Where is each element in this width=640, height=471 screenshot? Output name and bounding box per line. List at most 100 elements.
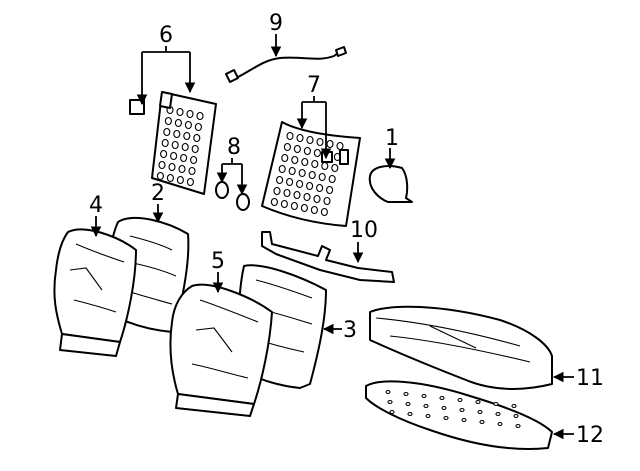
perforation-hole <box>493 401 499 407</box>
perforation-hole <box>178 164 186 174</box>
part-11-seat-cushion <box>369 305 553 390</box>
callout-1: 1 <box>385 126 399 151</box>
perforation-hole <box>283 188 291 198</box>
perforation-hole <box>331 163 339 173</box>
perforation-hole <box>170 151 178 161</box>
part-1-guide <box>368 165 413 203</box>
perforation-hole <box>323 196 331 206</box>
callout-labels: 1 2 3 4 5 6 7 8 9 10 11 12 <box>89 11 604 448</box>
perforation-hole <box>477 409 483 415</box>
perforation-hole <box>303 192 311 202</box>
perforation-hole <box>459 407 465 413</box>
perforation-hole <box>190 155 198 165</box>
perforation-hole <box>439 395 445 401</box>
perforation-hole <box>407 411 413 417</box>
perforation-hole <box>168 162 176 172</box>
perforation-hole <box>443 415 449 421</box>
leader-lines <box>90 34 574 440</box>
perforation-hole <box>301 157 309 167</box>
callout-6: 6 <box>159 23 173 48</box>
callout-12: 12 <box>576 423 604 448</box>
perforation-hole <box>303 146 311 156</box>
perforation-hole <box>311 159 319 169</box>
perforation-hole <box>186 177 194 187</box>
perforation-hole <box>461 417 467 423</box>
perforation-hole <box>160 149 168 159</box>
perforation-hole <box>281 153 289 163</box>
perforation-hole <box>280 199 288 209</box>
callout-2: 2 <box>151 181 165 206</box>
callout-3: 3 <box>343 318 357 343</box>
perforation-hole <box>293 144 301 154</box>
perforation-hole <box>316 137 324 147</box>
perforation-hole <box>495 411 501 417</box>
perforation-hole <box>511 403 517 409</box>
part-7-seatback-panel <box>261 121 361 227</box>
part-9-wire-harness <box>225 46 347 83</box>
perforation-hole <box>183 131 191 141</box>
part-4-seatback <box>53 228 137 357</box>
perforation-hole <box>163 127 171 137</box>
perforation-hole <box>156 171 164 181</box>
perforation-hole <box>457 397 463 403</box>
perforation-hole <box>313 148 321 158</box>
perforation-hole <box>321 161 329 171</box>
perforation-hole <box>310 205 318 215</box>
perforation-hole <box>273 186 281 196</box>
part-10-bracket <box>261 231 395 283</box>
part-5-seatback <box>169 283 273 417</box>
perforation-hole <box>184 120 192 130</box>
part-8-grommets <box>215 181 250 211</box>
perforation-hole <box>328 174 336 184</box>
perforation-hole <box>515 423 521 429</box>
perforation-hole <box>164 116 172 126</box>
perforation-hole <box>166 173 174 183</box>
perforation-hole <box>326 185 334 195</box>
perforation-hole <box>161 138 169 148</box>
perforation-hole <box>158 160 166 170</box>
perforation-hole <box>298 168 306 178</box>
perforation-hole <box>286 131 294 141</box>
perforation-hole <box>403 391 409 397</box>
perforation-hole <box>313 194 321 204</box>
callout-8: 8 <box>227 135 241 160</box>
perforation-hole <box>186 109 194 119</box>
perforation-hole <box>497 421 503 427</box>
perforation-hole <box>180 153 188 163</box>
perforation-hole <box>385 389 391 395</box>
perforation-hole <box>171 140 179 150</box>
callout-7: 7 <box>307 73 321 98</box>
perforation-hole <box>191 144 199 154</box>
perforation-hole <box>306 181 314 191</box>
callout-10: 10 <box>350 218 378 243</box>
perforation-hole <box>405 401 411 407</box>
perforation-hole <box>513 413 519 419</box>
perforation-hole <box>181 142 189 152</box>
perforation-hole <box>276 175 284 185</box>
perforation-hole <box>296 179 304 189</box>
perforation-hole <box>176 107 184 117</box>
callout-9: 9 <box>269 11 283 36</box>
perforation-hole <box>425 413 431 419</box>
perforation-hole <box>288 166 296 176</box>
perforation-hole <box>423 403 429 409</box>
perforation-hole <box>193 133 201 143</box>
callout-4: 4 <box>89 193 103 218</box>
perforation-hole <box>300 203 308 213</box>
perforation-hole <box>174 118 182 128</box>
perforation-hole <box>441 405 447 411</box>
perforation-hole <box>475 399 481 405</box>
perforation-hole <box>336 141 344 151</box>
perforation-hole <box>316 183 324 193</box>
perforation-hole <box>479 419 485 425</box>
callout-11: 11 <box>576 366 604 391</box>
perforation-hole <box>283 142 291 152</box>
perforation-hole <box>290 201 298 211</box>
perforation-hole <box>196 111 204 121</box>
perforation-hole <box>173 129 181 139</box>
callout-5: 5 <box>211 249 225 274</box>
perforation-hole <box>308 170 316 180</box>
perforation-hole <box>389 409 395 415</box>
